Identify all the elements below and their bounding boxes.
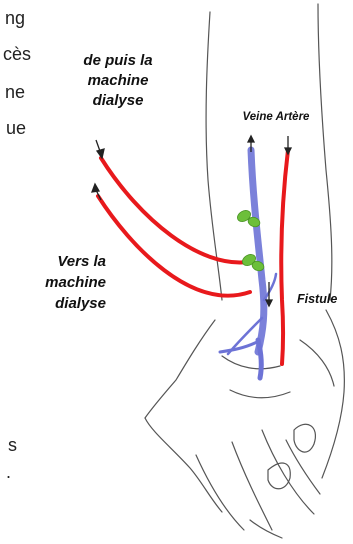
label-from-machine-line-3: dialyse: [62, 91, 174, 111]
arrow-down-icon: [96, 140, 104, 158]
label-from-machine-line-2: machine: [62, 71, 174, 91]
dialysis-tubes: [98, 158, 250, 296]
label-from-machine: de puis la machine dialyse: [62, 51, 174, 111]
label-to-machine: Vers la machine dialyse: [14, 251, 106, 314]
label-to-machine-line-1: Vers la: [14, 251, 106, 272]
label-vein-artery: Veine Artère: [219, 110, 333, 124]
tube-from-machine: [101, 158, 248, 263]
label-fistula: Fistule: [297, 292, 351, 307]
label-to-machine-line-3: dialyse: [14, 293, 106, 314]
label-from-machine-line-1: de puis la: [62, 51, 174, 71]
label-to-machine-line-2: machine: [14, 272, 106, 293]
arm-outline: [145, 4, 344, 538]
artery: [281, 150, 288, 364]
tube-to-machine: [98, 196, 250, 296]
arrow-up-icon: [92, 184, 101, 200]
